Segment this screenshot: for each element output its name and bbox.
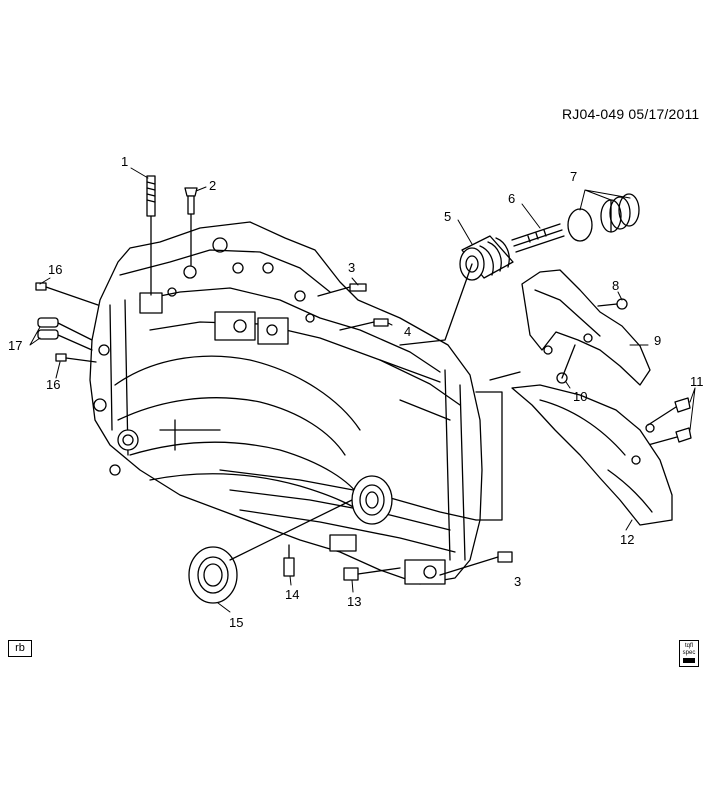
callout-2: 2 — [209, 178, 216, 193]
bolt-icon — [283, 544, 295, 577]
callout-6: 6 — [508, 191, 515, 206]
shield-icon — [511, 384, 673, 526]
bolt-icon — [317, 283, 513, 576]
callout-10: 10 — [573, 389, 587, 404]
callout-17: 17 — [8, 338, 22, 353]
callout-7: 7 — [570, 169, 577, 184]
callout-9: 9 — [654, 333, 661, 348]
piston-icon — [399, 235, 514, 346]
spec-icon-line1: tqfl — [684, 643, 693, 649]
callout-1: 1 — [121, 154, 128, 169]
callout-3: 3 — [514, 574, 521, 589]
bolt-icon — [339, 318, 389, 331]
spec-icon-line2: spec — [682, 650, 696, 656]
stud-icon — [511, 223, 565, 253]
bolt-icon — [556, 298, 692, 446]
callout-15: 15 — [229, 615, 243, 630]
callout-8: 8 — [612, 278, 619, 293]
seal-icon — [188, 499, 353, 604]
diagram-reference-code: RJ04-049 05/17/2011 — [562, 106, 700, 122]
callout-3: 3 — [348, 260, 355, 275]
callout-16: 16 — [48, 262, 62, 277]
spec-icon-bar — [683, 658, 695, 663]
callout-12: 12 — [620, 532, 634, 547]
callout-16: 16 — [46, 377, 60, 392]
spec-book-icon: tqfl spec — [679, 640, 699, 667]
transaxle-case-icon — [89, 221, 483, 585]
stud-icon — [146, 175, 156, 296]
rb-badge: rb — [8, 640, 32, 657]
bolt-icon — [343, 567, 401, 581]
callout-11: 11 — [690, 374, 704, 389]
callout-14: 14 — [285, 587, 299, 602]
bolt-icon — [35, 282, 99, 363]
callout-4: 4 — [404, 324, 411, 339]
callout-5: 5 — [444, 209, 451, 224]
callout-13: 13 — [347, 594, 361, 609]
spring-icon — [567, 193, 640, 242]
shield-icon — [521, 269, 651, 386]
bolt-icon — [184, 187, 198, 266]
